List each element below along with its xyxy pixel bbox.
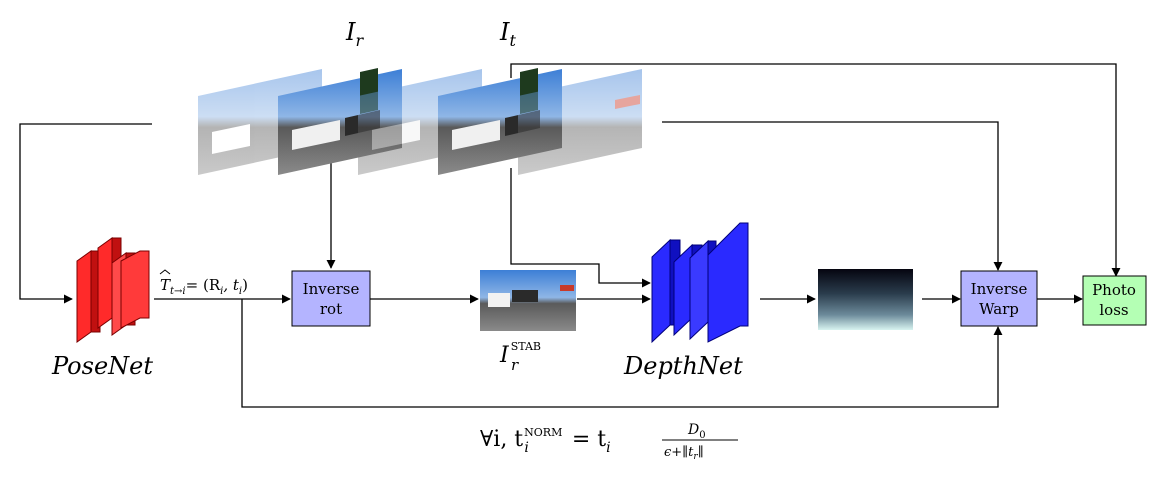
stabilized-image [480, 270, 576, 331]
inverse-rot-line1: Inverse [303, 280, 360, 298]
pose-hat-mark [159, 269, 171, 275]
inverse-rot-box [291, 270, 371, 327]
svg-text:ϵ+∥tr∥: ϵ+∥tr∥ [664, 445, 704, 462]
posenet-label: PoseNet [51, 352, 153, 380]
connectors [19, 63, 1121, 408]
frames-to-posenet-arrow [19, 123, 152, 304]
photo-loss-line1: Photo [1092, 281, 1136, 299]
svg-text:D0: D0 [687, 422, 706, 441]
depthnet-label: DepthNet [623, 352, 743, 380]
pose-to-warp-arrow [241, 299, 1003, 408]
frame-4 [518, 69, 642, 175]
depth-map-image [818, 269, 913, 330]
target-frame-label: It [499, 18, 516, 50]
frame-stack [198, 68, 642, 175]
target-to-depthnet-arrow [510, 168, 651, 288]
target-to-loss-arrow [510, 63, 1121, 277]
depthnet-block [651, 222, 749, 344]
photo-loss-line2: loss [1099, 301, 1128, 319]
posenet-block [76, 237, 150, 343]
frames-to-warp-arrow [662, 121, 1003, 271]
reference-frame-label: Ir [345, 18, 364, 50]
inverse-warp-line1: Inverse [971, 280, 1028, 298]
pose-output-label: Tt→i= (Ri, ti) [160, 276, 248, 297]
photo-loss-box [1082, 275, 1147, 326]
inverse-rot-line2: rot [320, 300, 342, 318]
inverse-warp-box [960, 270, 1038, 327]
inverse-warp-line2: Warp [979, 300, 1019, 318]
